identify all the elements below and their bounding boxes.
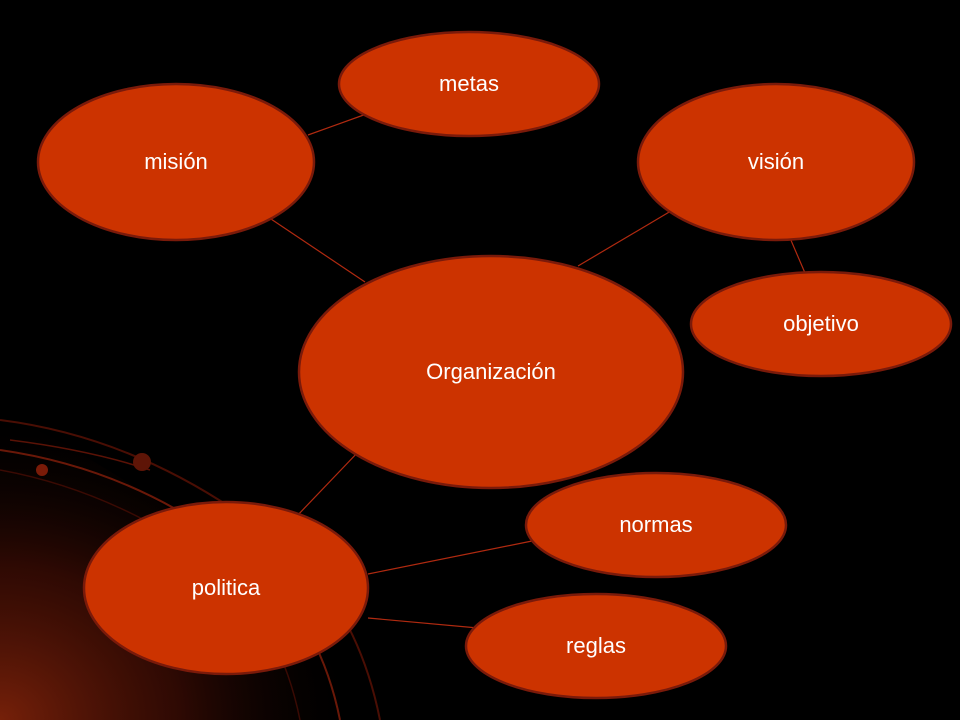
connector-organizacion-mision [264,214,366,283]
connector-organizacion-politica [294,449,361,519]
connector-politica-reglas [367,617,479,629]
node-organizacion [297,254,685,490]
node-normas [524,471,788,579]
connector-organizacion-vision [577,207,677,267]
connectors [264,111,806,629]
node-politica [82,500,370,676]
connector-vision-objetivo [789,237,806,274]
nodes [36,30,953,700]
node-objetivo [689,270,953,378]
node-reglas [464,592,728,700]
connector-politica-normas [367,540,533,575]
decor-dot [36,464,48,476]
node-metas [337,30,601,138]
node-vision [636,82,916,242]
node-mision [36,82,316,242]
decor-dot [133,453,151,471]
connector-mision-metas [307,111,373,136]
